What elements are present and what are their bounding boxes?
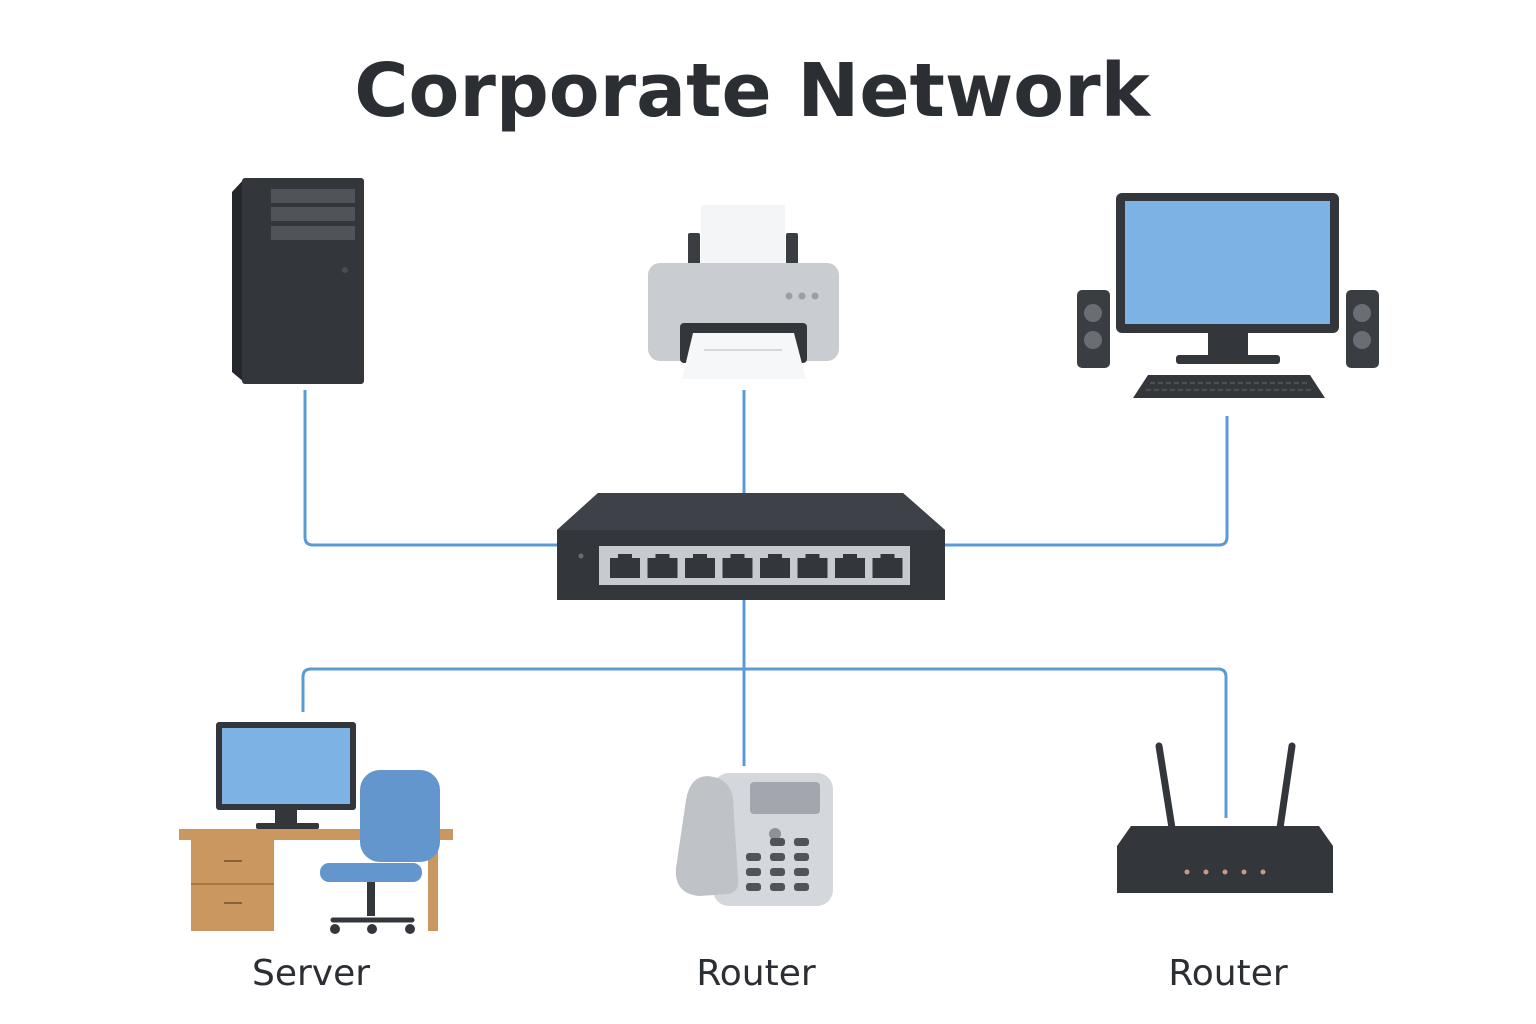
switch-port: [610, 554, 640, 578]
switch-ports: [610, 554, 903, 578]
link-desktop-to-switch: [945, 416, 1229, 547]
switch-port: [685, 554, 715, 578]
switch-port: [722, 554, 753, 578]
phone-key: [770, 838, 785, 846]
label-bottom-left: Server: [252, 953, 370, 994]
phone-key: [746, 853, 761, 861]
link-bottom-bus: [301, 667, 1228, 818]
phone-key: [746, 868, 761, 876]
switch-port: [760, 554, 790, 578]
ip-phone-icon: [675, 773, 833, 906]
phone-keypad: [746, 838, 809, 891]
network-switch-icon: [557, 493, 945, 600]
switch-port: [797, 554, 828, 578]
phone-key: [794, 853, 809, 861]
wireless-router-icon: [1117, 742, 1333, 893]
phone-key: [746, 883, 761, 891]
tower-server-icon: [232, 178, 364, 384]
phone-key: [770, 883, 785, 891]
switch-port: [872, 554, 903, 578]
link-server-to-switch: [303, 390, 560, 547]
switch-port: [835, 554, 865, 578]
diagram-title: Corporate Network: [354, 48, 1151, 134]
label-bottom-center: Router: [696, 953, 816, 994]
workstation-desk-icon: [179, 722, 453, 934]
phone-key: [794, 883, 809, 891]
printer-icon: [648, 205, 839, 379]
switch-port: [647, 554, 678, 578]
connection-links: [301, 390, 1229, 818]
label-bottom-right: Router: [1168, 953, 1288, 994]
phone-key: [770, 868, 785, 876]
desktop-computer-icon: [1077, 193, 1379, 398]
phone-key: [794, 838, 809, 846]
phone-key: [770, 853, 785, 861]
phone-key: [794, 868, 809, 876]
